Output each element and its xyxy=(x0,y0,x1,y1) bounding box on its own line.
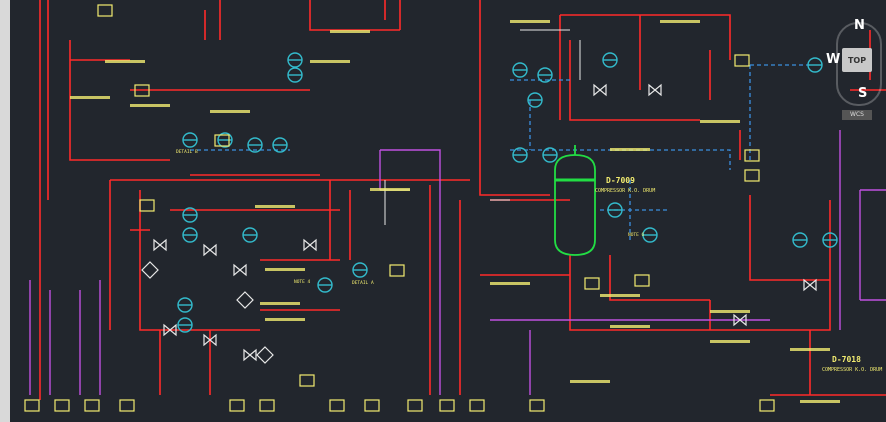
annotation-box xyxy=(84,399,100,412)
annotation-text-line xyxy=(265,318,305,321)
valve-symbol xyxy=(243,348,257,362)
annotation-box xyxy=(24,399,40,412)
annotation-text-line xyxy=(370,188,410,191)
valve-symbol xyxy=(593,83,607,97)
annotation-box xyxy=(469,399,485,412)
annotation-box xyxy=(584,277,600,290)
annotation-text-line xyxy=(510,20,550,23)
valve-symbol xyxy=(233,263,247,277)
annotation-box xyxy=(54,399,70,412)
annotation-box xyxy=(214,134,230,147)
annotation-text-line xyxy=(105,60,145,63)
annotation-box xyxy=(634,274,650,287)
annotation-text-line xyxy=(490,282,530,285)
pid-diagram: D-7009 COMPRESSOR K.O. DRUM D-7018 COMPR… xyxy=(24,0,886,412)
annotation-box xyxy=(529,399,545,412)
compass-west-label[interactable]: W xyxy=(826,52,841,67)
annotation-box xyxy=(407,399,423,412)
navigation-ring[interactable] xyxy=(836,22,882,106)
annotation-box xyxy=(439,399,455,412)
annotation-text-line xyxy=(710,340,750,343)
valve-symbol xyxy=(163,323,177,337)
detail-label-b: DETAIL B xyxy=(176,149,198,155)
annotation-text-line xyxy=(610,325,650,328)
annotation-text-line xyxy=(800,400,840,403)
compass-south-label[interactable]: S xyxy=(858,86,868,101)
valve-symbol xyxy=(733,313,747,327)
compass-north-label[interactable]: N xyxy=(854,18,865,33)
annotation-text-line xyxy=(570,380,610,383)
diamond-symbol xyxy=(256,346,274,364)
annotation-box xyxy=(759,399,775,412)
equipment-tag-d7009: D-7009 xyxy=(606,176,635,185)
annotation-text-line xyxy=(310,60,350,63)
diamond-symbol xyxy=(141,261,159,279)
annotation-text-line xyxy=(210,110,250,113)
equipment-tag-d7018: D-7018 xyxy=(832,355,861,364)
annotation-text-line xyxy=(130,104,170,107)
annotation-box xyxy=(299,374,315,387)
diamond-symbol xyxy=(236,291,254,309)
annotation-text-line xyxy=(265,268,305,271)
annotation-text-line xyxy=(610,148,650,151)
annotation-box xyxy=(97,4,113,17)
annotation-text-line xyxy=(660,20,700,23)
utility-lines xyxy=(29,130,886,395)
note-label-6: NOTE 6 xyxy=(628,232,645,238)
annotation-text-line xyxy=(700,120,740,123)
annotation-box xyxy=(229,399,245,412)
annotation-box xyxy=(259,399,275,412)
annotation-box xyxy=(389,264,405,277)
instrument-lines xyxy=(190,64,810,240)
annotation-text-line xyxy=(70,96,110,99)
annotation-box xyxy=(119,399,135,412)
valve-symbol xyxy=(203,243,217,257)
annotation-box xyxy=(139,199,155,212)
valve-symbol xyxy=(648,83,662,97)
valve-symbol xyxy=(803,278,817,292)
annotation-box xyxy=(734,54,750,67)
vessel-d7009 xyxy=(554,145,596,256)
annotation-box xyxy=(329,399,345,412)
detail-label-a: DETAIL A xyxy=(352,280,374,286)
equipment-service-d7009: COMPRESSOR K.O. DRUM xyxy=(595,188,655,194)
instrument-bubbles xyxy=(177,52,838,333)
equipment-service-d7018: COMPRESSOR K.O. DRUM xyxy=(822,367,882,373)
view-navigation-cube[interactable]: N W TOP S WCS xyxy=(826,14,886,124)
annotation-text-line xyxy=(790,348,830,351)
valve-symbol xyxy=(303,238,317,252)
annotation-box xyxy=(744,169,760,182)
valve-symbol xyxy=(153,238,167,252)
annotation-box xyxy=(744,149,760,162)
control-valves xyxy=(141,83,817,364)
pid-drawing-viewport[interactable]: D-7009 COMPRESSOR K.O. DRUM D-7018 COMPR… xyxy=(10,0,886,422)
annotation-text-line xyxy=(330,30,370,33)
process-lines xyxy=(39,0,886,400)
annotation-boxes xyxy=(24,4,775,412)
wcs-menu-button[interactable]: WCS xyxy=(842,110,872,120)
note-label-4: NOTE 4 xyxy=(294,279,311,285)
annotation-text-line xyxy=(255,205,295,208)
annotation-box xyxy=(134,84,150,97)
annotation-text-line xyxy=(710,310,750,313)
annotation-box xyxy=(364,399,380,412)
annotation-text-line xyxy=(600,294,640,297)
view-top-button[interactable]: TOP xyxy=(842,48,872,72)
annotation-text xyxy=(70,20,840,403)
annotation-text-line xyxy=(260,302,300,305)
valve-symbol xyxy=(203,333,217,347)
